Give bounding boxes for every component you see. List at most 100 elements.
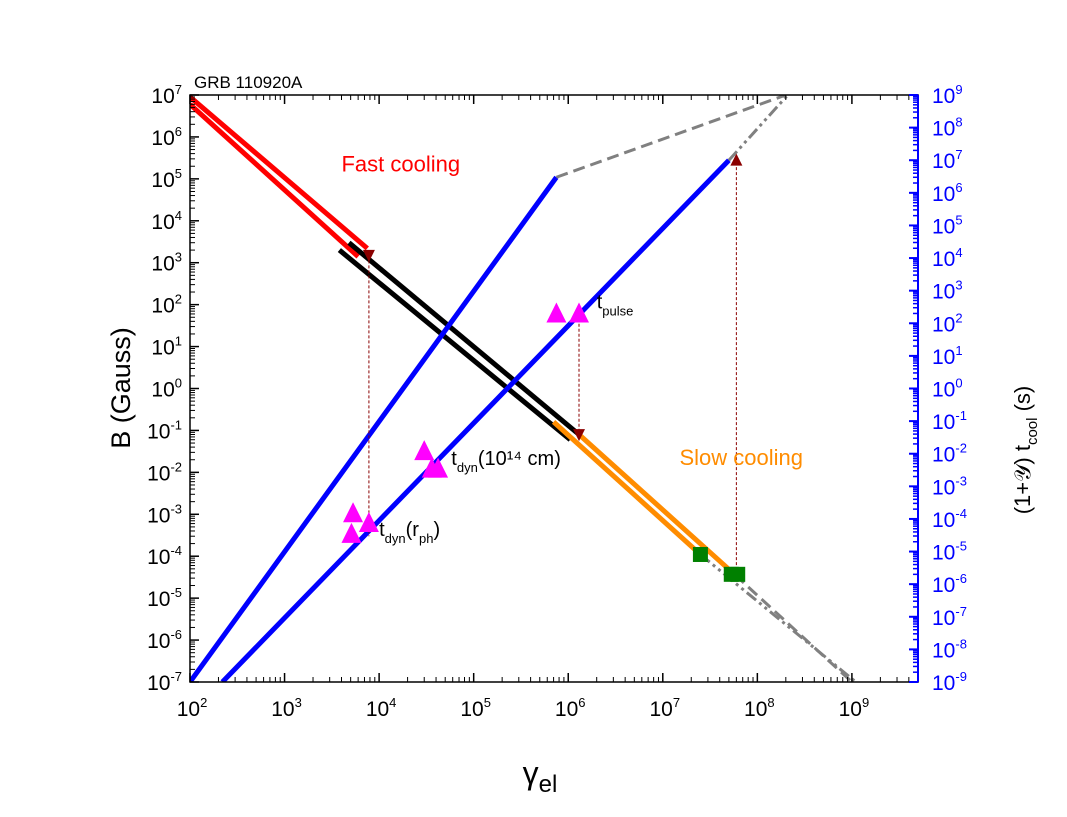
dropline-layer (368, 162, 737, 575)
y-tick-label-2: 10-5 (147, 585, 182, 611)
annotation-3-sub: dyn (457, 460, 478, 475)
y2-tick-label-7: 10-2 (932, 441, 967, 467)
y-tick-label-7-base: 10 (151, 379, 174, 402)
y-tick-label-2-base: 10 (147, 588, 170, 611)
y2-tick-label-5-base: 10 (932, 509, 955, 532)
marker-triangle-6 (546, 302, 567, 323)
y-tick-label-5-base: 10 (147, 462, 170, 485)
y-tick-label-0-exp: -7 (170, 669, 182, 684)
y-tick-label-11: 104 (151, 208, 182, 234)
y2-axis-label-main: (1+𝒴) t (1010, 445, 1035, 514)
y-tick-label-1-base: 10 (147, 630, 170, 653)
y-tick-label-13-base: 10 (151, 127, 174, 150)
y2-tick-label-11: 102 (932, 310, 963, 336)
y2-tick-label-8-exp: -1 (955, 408, 967, 423)
x-tick-label-1: 103 (271, 695, 302, 721)
y-tick-label-9: 102 (151, 292, 182, 318)
series-line-8 (190, 175, 559, 682)
annotation-4-text: t (379, 519, 385, 541)
x-tick-label-6-base: 10 (744, 698, 767, 721)
x-tick-label-1-exp: 3 (295, 695, 302, 710)
y2-tick-label-16-exp: 7 (955, 147, 962, 162)
annotation-3-tail: (10¹⁴ cm) (478, 448, 561, 470)
y2-tick-label-9: 100 (932, 376, 963, 402)
y2-tick-label-11-exp: 2 (955, 310, 962, 325)
series-line-1 (190, 102, 360, 259)
y-tick-label-4-base: 10 (147, 504, 170, 527)
x-tick-label-2-exp: 4 (389, 695, 396, 710)
marker-triangle-5 (428, 457, 449, 478)
x-tick-label-3: 105 (460, 695, 491, 721)
y-tick-label-14-base: 10 (151, 85, 174, 108)
y2-tick-label-5-exp: -4 (955, 506, 967, 521)
series-line-10 (555, 95, 787, 179)
y2-tick-label-0-base: 10 (932, 672, 955, 695)
series-line-9 (220, 158, 731, 682)
series-line-4 (577, 432, 737, 577)
y2-tick-label-7-base: 10 (932, 444, 955, 467)
annotation-2-text: t (597, 292, 603, 314)
y2-tick-label-9-base: 10 (932, 379, 955, 402)
y2-tick-label-12-base: 10 (932, 281, 955, 304)
series-layer (190, 95, 857, 682)
y2-tick-label-9-exp: 0 (955, 376, 962, 391)
y-tick-label-6: 10-1 (147, 417, 182, 443)
y-tick-label-7-exp: 0 (175, 376, 182, 391)
y2-tick-label-18: 109 (932, 82, 963, 108)
marker-square-13 (730, 566, 746, 582)
y-tick-label-5-exp: -2 (170, 459, 182, 474)
series-line-11 (727, 95, 789, 162)
y2-tick-label-14-exp: 5 (955, 212, 962, 227)
y-tick-label-11-base: 10 (151, 211, 174, 234)
y-tick-label-3-exp: -4 (170, 543, 182, 558)
y2-axis-label: (1+𝒴) tcool (s) (1010, 386, 1041, 515)
y2-tick-label-5: 10-4 (932, 506, 967, 532)
y-tick-label-4: 10-3 (147, 501, 182, 527)
marker-triangle-9 (573, 429, 586, 442)
y2-tick-label-1-base: 10 (932, 639, 955, 662)
y2-tick-label-10-exp: 1 (955, 343, 962, 358)
y-tick-label-12-exp: 5 (175, 166, 182, 181)
y2-tick-label-6: 10-3 (932, 473, 967, 499)
y-tick-label-3-base: 10 (147, 546, 170, 569)
x-tick-label-5-exp: 7 (673, 695, 680, 710)
y-tick-label-0: 10-7 (147, 669, 182, 695)
y2-tick-label-6-base: 10 (932, 476, 955, 499)
y2-tick-label-17-exp: 8 (955, 115, 962, 130)
y2-tick-label-17: 108 (932, 115, 963, 141)
y2-tick-label-12: 103 (932, 278, 963, 304)
y-tick-label-3: 10-4 (147, 543, 182, 569)
y-axis-label: B (Gauss) (106, 327, 136, 449)
marker-triangle-0 (343, 502, 364, 523)
y2-tick-label-16-base: 10 (932, 150, 955, 173)
y-tick-label-14-exp: 7 (175, 82, 182, 97)
annotation-0-text: Fast cooling (341, 151, 460, 176)
x-tick-label-1-base: 10 (271, 698, 294, 721)
x-axis-label-sub: el (539, 771, 558, 798)
x-tick-label-3-exp: 5 (484, 695, 491, 710)
y2-tick-label-8-base: 10 (932, 411, 955, 434)
y2-tick-label-18-base: 10 (932, 85, 955, 108)
annotation-2-sub: pulse (602, 304, 633, 319)
x-axis-label-main: γ (523, 755, 539, 791)
marker-square-11 (692, 546, 708, 562)
y2-tick-label-15-base: 10 (932, 183, 955, 206)
annotation-3-text: t (451, 448, 457, 470)
y-tick-label-10-exp: 3 (175, 250, 182, 265)
x-tick-label-4-exp: 6 (578, 695, 585, 710)
annotation-1: Slow cooling (679, 445, 803, 470)
y2-tick-label-17-base: 10 (932, 118, 955, 141)
y2-tick-label-14-base: 10 (932, 215, 955, 238)
y-tick-label-12-base: 10 (151, 169, 174, 192)
x-tick-label-3-base: 10 (460, 698, 483, 721)
y2-tick-label-11-base: 10 (932, 313, 955, 336)
y-tick-label-8-base: 10 (151, 337, 174, 360)
marker-triangle-2 (358, 512, 379, 533)
marker-triangle-1 (341, 522, 362, 543)
y-tick-label-6-base: 10 (147, 420, 170, 443)
y2-tick-label-0-exp: -9 (955, 669, 967, 684)
y2-tick-label-4: 10-5 (932, 539, 967, 565)
series-line-2 (347, 240, 581, 437)
x-tick-label-2: 104 (366, 695, 397, 721)
